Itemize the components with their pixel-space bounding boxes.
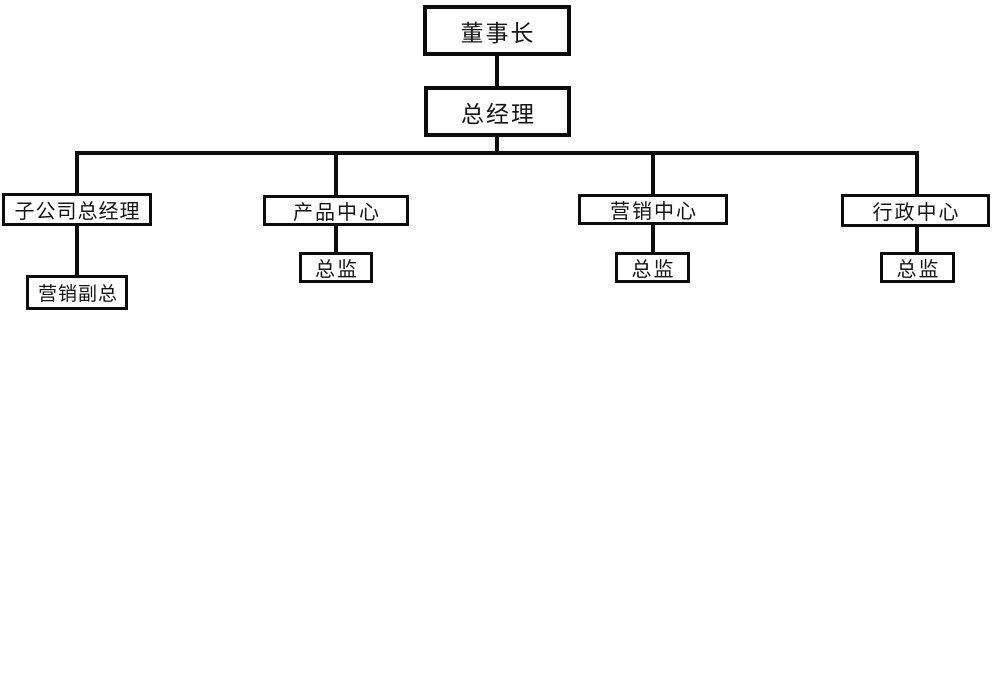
node-admin-director: 总监 [880,252,955,283]
node-general-manager: 总经理 [424,86,571,137]
node-product-center: 产品中心 [263,195,409,226]
connector-product-center-director [334,225,338,253]
connector-drop-product-center [334,151,338,196]
connector-drop-admin-center [915,151,919,195]
connector-drop-marketing-center [651,151,655,195]
node-chairman: 董事长 [423,5,571,56]
connector-chairman-gm [495,56,499,87]
node-subsidiary-general-manager: 子公司总经理 [2,193,152,226]
node-marketing-director: 总监 [615,252,690,283]
connector-subsidiary-gm-marketing-vp [75,225,79,276]
connector-horizontal-bar [75,151,919,155]
node-admin-center: 行政中心 [841,194,990,227]
node-marketing-center: 营销中心 [578,194,728,225]
node-product-director: 总监 [299,252,373,283]
node-marketing-vp: 营销副总 [26,275,128,310]
connector-marketing-center-director [651,224,655,253]
connector-admin-center-director [915,226,919,253]
connector-drop-subsidiary-gm [75,151,79,194]
connector-gm-riser [495,137,499,154]
